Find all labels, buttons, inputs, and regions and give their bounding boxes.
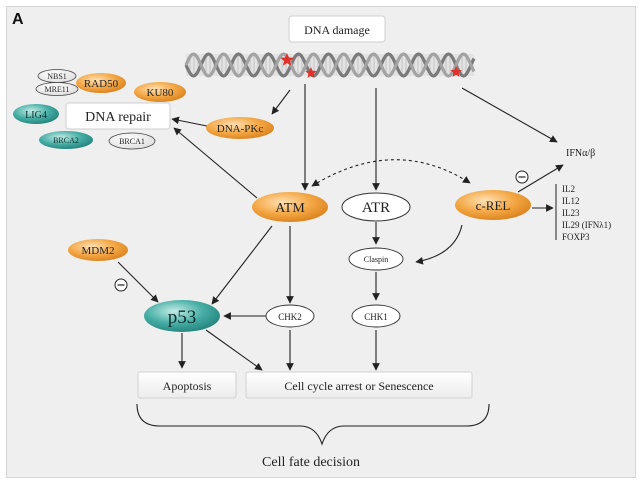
- cell-cycle-label: Cell cycle arrest or Senescence: [284, 379, 433, 393]
- cytokine-il23: IL23: [562, 208, 580, 218]
- claspin-node: Claspin: [348, 247, 404, 271]
- claspin-label: Claspin: [364, 255, 388, 264]
- atm-label: ATM: [275, 201, 305, 216]
- mre11-label: MRE11: [44, 85, 69, 94]
- apoptosis-label: Apoptosis: [163, 379, 212, 393]
- dna-pkc-node: DNA-PKc: [206, 117, 274, 139]
- chk1-label: CHK1: [364, 312, 388, 322]
- c-rel-label: c-REL: [476, 198, 511, 213]
- arrow-dnapkc-to-repair: [171, 116, 208, 127]
- arrow-dna-to-ifn: [461, 87, 558, 143]
- cytokine-il12: IL12: [562, 196, 580, 206]
- helix-strand: [184, 52, 476, 78]
- chk2-label: CHK2: [278, 312, 302, 322]
- pathway-arrows: [117, 84, 564, 371]
- nbs1-label: NBS1: [47, 72, 67, 81]
- rad50-node: RAD50: [76, 73, 126, 93]
- nbs1-node: NBS1: [37, 69, 77, 83]
- dna-damage-sites: [280, 53, 462, 78]
- cell-cycle-node: Cell cycle arrest or Senescence: [245, 371, 473, 399]
- arrow-atm-crel-dashed: [311, 159, 471, 187]
- lig4-node: LIG4: [13, 104, 59, 124]
- chk1-node: CHK1: [351, 304, 401, 328]
- lig4-label: LIG4: [25, 110, 47, 121]
- damage-star: [305, 67, 317, 78]
- cytokine-il29: IL29 (IFNλ1): [562, 220, 611, 230]
- dna-damage-node: DNA damage: [288, 15, 386, 43]
- mdm2-label: MDM2: [81, 245, 114, 257]
- rad50-label: RAD50: [84, 78, 119, 90]
- arrow-mdm2-to-p53: [117, 261, 159, 303]
- inhibition-ifn: [515, 170, 529, 184]
- arrow-crel-to-ifn: [517, 164, 564, 193]
- arrow-atm-to-p53: [211, 225, 273, 305]
- mre11-node: MRE11: [35, 82, 79, 96]
- apoptosis-node: Apoptosis: [137, 371, 237, 399]
- p53-label: p53: [168, 307, 197, 328]
- cell-fate-brace: [136, 403, 490, 446]
- dna-damage-label: DNA damage: [304, 23, 370, 37]
- ku80-label: KU80: [147, 87, 174, 99]
- arrow-p53-to-cellcycle: [205, 329, 263, 371]
- atr-label: ATR: [362, 200, 390, 216]
- cytokine-foxp3: FOXP3: [562, 232, 590, 242]
- cell-fate-label: Cell fate decision: [262, 455, 360, 470]
- p53-node: p53: [144, 300, 220, 332]
- brca2-label: BRCA2: [53, 136, 79, 145]
- ku80-node: KU80: [134, 82, 186, 102]
- atr-node: ATR: [341, 192, 411, 222]
- dna-repair-label: DNA repair: [85, 110, 151, 125]
- mdm2-node: MDM2: [68, 239, 128, 261]
- arrow-atm-to-repair: [173, 127, 258, 199]
- chk2-node: CHK2: [265, 304, 315, 328]
- damage-star: [450, 66, 462, 77]
- atm-node: ATM: [252, 192, 328, 222]
- brca1-label: BRCA1: [119, 137, 145, 146]
- dna-repair-node: DNA repair: [65, 102, 171, 130]
- ifn-label: IFNα/β: [566, 148, 595, 159]
- brca2-node: BRCA2: [39, 131, 93, 149]
- cytokine-list: IL2 IL12 IL23 IL29 (IFNλ1) FOXP3: [555, 184, 611, 242]
- damage-star: [280, 53, 294, 66]
- arrow-dna-to-dnapkc: [271, 89, 291, 115]
- dna-double-helix: [184, 52, 476, 78]
- panel-label: A: [12, 11, 24, 28]
- inhibition-mdm2: [114, 278, 128, 292]
- dna-pkc-label: DNA-PKc: [217, 123, 264, 135]
- c-rel-node: c-REL: [455, 190, 531, 220]
- cytokine-il2: IL2: [562, 184, 575, 194]
- brca1-node: BRCA1: [108, 132, 156, 150]
- arrow-crel-to-claspin: [415, 224, 463, 265]
